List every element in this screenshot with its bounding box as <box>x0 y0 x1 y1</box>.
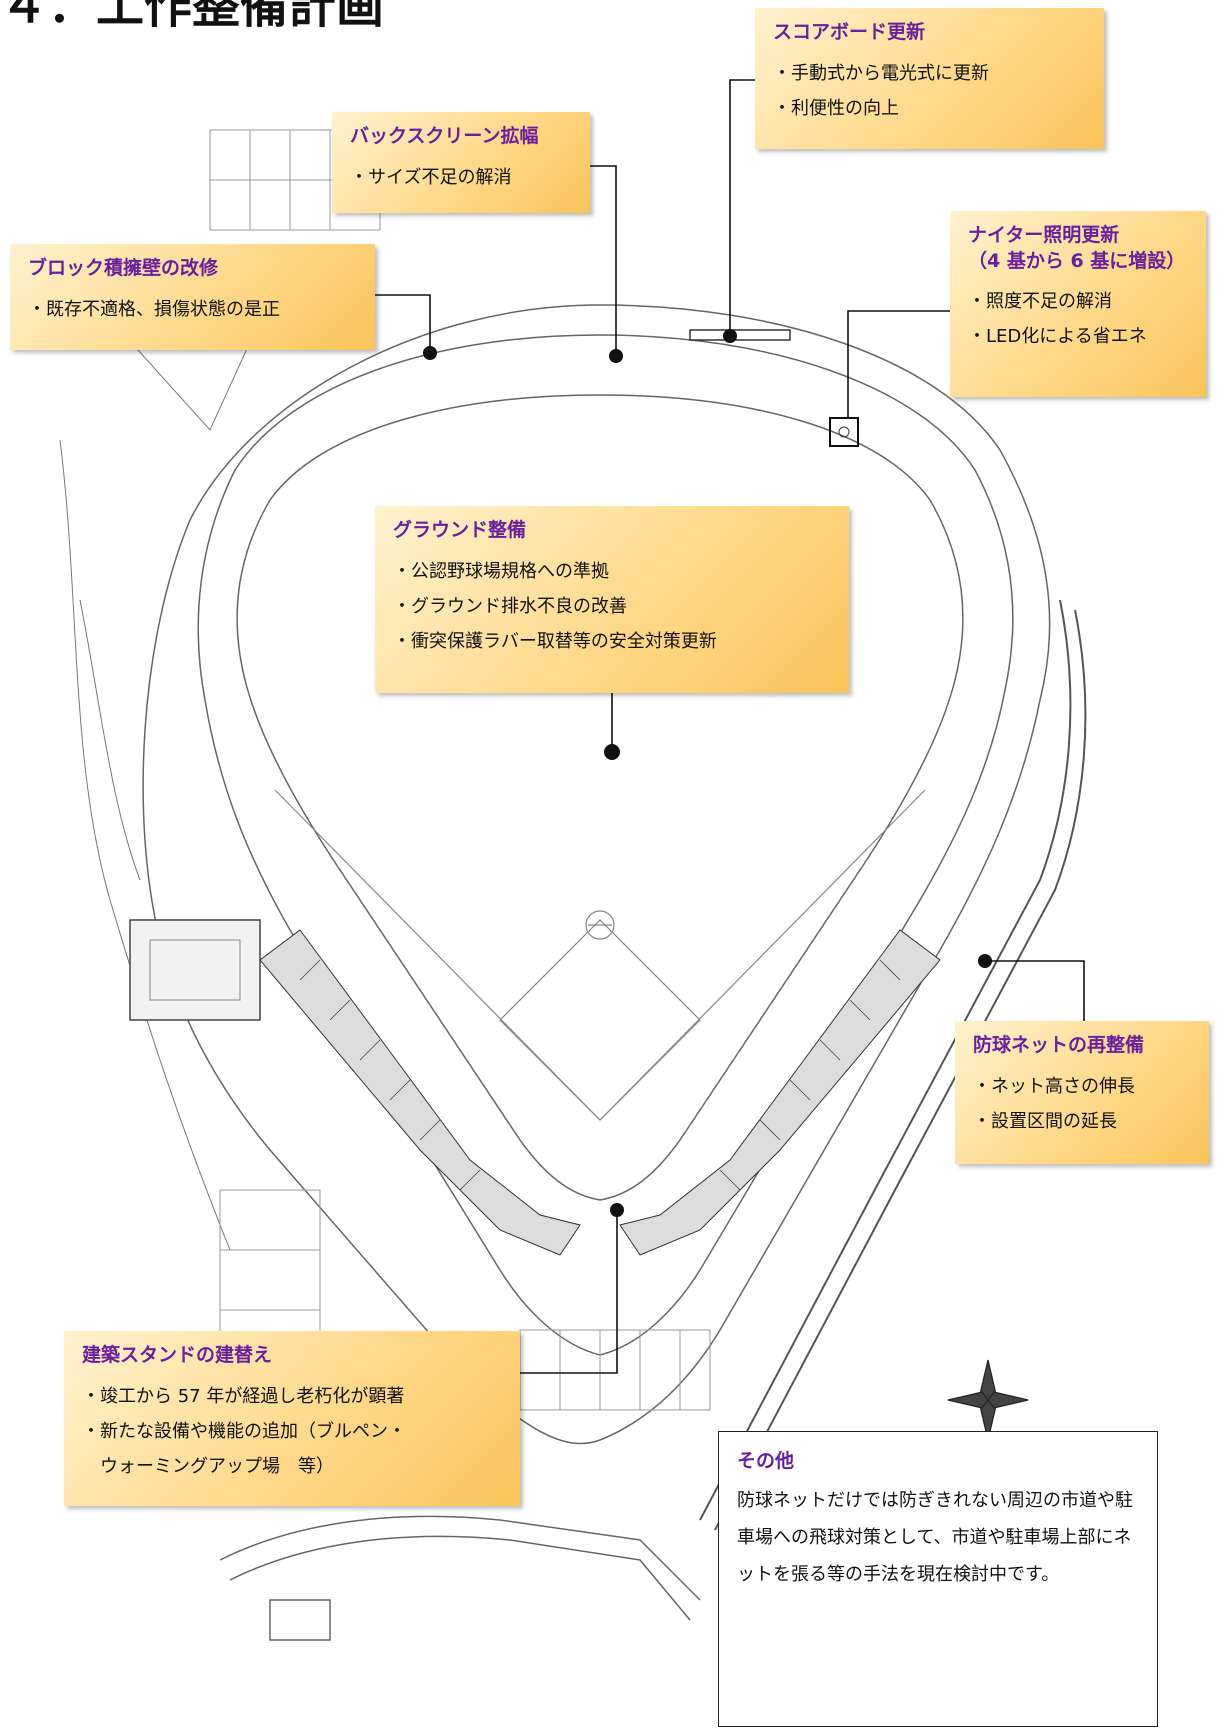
note-ground: グラウンド整備 ・公認野球場規格への準拠 ・グラウンド排水不良の改善 ・衝突保護… <box>375 506 849 693</box>
compass-icon <box>947 1359 1029 1441</box>
note-item: ・設置区間の延長 <box>973 1110 1117 1132</box>
note-item: ・照度不足の解消 <box>968 291 1112 313</box>
note-item: ・既存不適格、損傷状態の是正 <box>28 298 280 320</box>
note-title: 建築スタンドの建替え <box>82 1344 273 1366</box>
note-title: ナイター照明更新 （4 基から 6 基に増設） <box>968 223 1188 274</box>
note-item: ・新たな設備や機能の追加（ブルペン・ <box>82 1420 406 1442</box>
note-title: 防球ネットの再整備 <box>973 1034 1145 1056</box>
light-tower-marker <box>829 417 859 447</box>
scoreboard <box>689 329 791 341</box>
note-title: スコアボード更新 <box>773 21 926 43</box>
note-lighting: ナイター照明更新 （4 基から 6 基に増設） ・照度不足の解消 ・LED化によ… <box>950 211 1206 397</box>
note-title: グラウンド整備 <box>393 519 527 541</box>
note-item: ・サイズ不足の解消 <box>350 166 512 188</box>
note-item: ・利便性の向上 <box>773 97 899 119</box>
note-item: ・グラウンド排水不良の改善 <box>393 595 627 617</box>
note-item: ・LED化による省エネ <box>968 326 1147 348</box>
other-title: その他 <box>737 1450 795 1472</box>
other-box: その他 防球ネットだけでは防ぎきれない周辺の市道や駐車場への飛球対策として、市道… <box>718 1431 1158 1727</box>
note-wall: ブロック積擁壁の改修 ・既存不適格、損傷状態の是正 <box>10 244 375 350</box>
note-item: ・衝突保護ラバー取替等の安全対策更新 <box>393 630 717 652</box>
note-net: 防球ネットの再整備 ・ネット高さの伸長 ・設置区間の延長 <box>955 1021 1209 1164</box>
note-title-line1: ナイター照明更新 <box>968 224 1120 246</box>
field-fence <box>236 394 964 1201</box>
page-title: ４．工作整備計画 <box>0 0 385 34</box>
note-item: ウォーミングアップ場 等） <box>82 1455 334 1477</box>
note-title: バックスクリーン拡幅 <box>350 125 539 147</box>
note-scoreboard: スコアボード更新 ・手動式から電光式に更新 ・利便性の向上 <box>755 8 1104 149</box>
leader-net <box>985 960 1085 1021</box>
parking-bottom <box>519 1329 711 1411</box>
leader-backscreen <box>590 165 617 356</box>
note-item: ・ネット高さの伸長 <box>973 1075 1135 1097</box>
leader-scoreboard <box>729 79 755 336</box>
note-item: ・公認野球場規格への準拠 <box>393 560 609 582</box>
note-backscreen: バックスクリーン拡幅 ・サイズ不足の解消 <box>332 112 590 213</box>
other-body: 防球ネットだけでは防ぎきれない周辺の市道や駐車場への飛球対策として、市道や駐車場… <box>737 1490 1133 1585</box>
entrance-road <box>219 1515 701 1601</box>
note-title: ブロック積擁壁の改修 <box>28 257 219 279</box>
annex-building <box>129 919 261 1021</box>
leader-stand <box>520 1210 618 1374</box>
road-right <box>699 599 1072 1521</box>
outer-boundary <box>142 304 1051 1445</box>
infield-diamond <box>499 919 701 1121</box>
note-item: ・手動式から電光式に更新 <box>773 62 989 84</box>
leader-lighting <box>847 310 950 418</box>
seating-right <box>619 929 941 1256</box>
pitchers-mound <box>585 910 615 940</box>
note-stand: 建築スタンドの建替え ・竣工から 57 年が経過し老朽化が顕著 ・新たな設備や機… <box>64 1331 520 1506</box>
note-item: ・竣工から 57 年が経過し老朽化が顕著 <box>82 1385 405 1407</box>
seating-left <box>259 929 581 1256</box>
leader-wall <box>375 294 431 353</box>
note-title-line2: （4 基から 6 基に増設） <box>968 249 1186 272</box>
